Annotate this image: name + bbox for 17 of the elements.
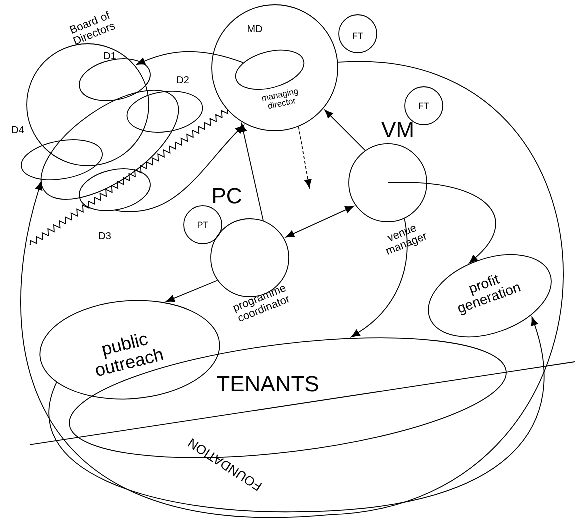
node-label: D3: [99, 232, 111, 240]
arrow: [49, 317, 545, 512]
node-label: D1: [104, 52, 116, 60]
node-label: PC: [214, 188, 242, 204]
arrow: [298, 126, 312, 188]
arrow: [240, 124, 264, 222]
arrow: [136, 51, 244, 66]
node-label: D2: [177, 76, 189, 84]
node-label: D4: [12, 126, 24, 134]
zigzag-line: [30, 110, 229, 246]
arrow: [166, 280, 218, 302]
arrow: [286, 206, 354, 238]
arrow: [351, 218, 408, 338]
arrow: [115, 125, 244, 212]
arrow: [388, 182, 496, 264]
arrow: [20, 62, 564, 518]
arrow: [324, 110, 366, 152]
